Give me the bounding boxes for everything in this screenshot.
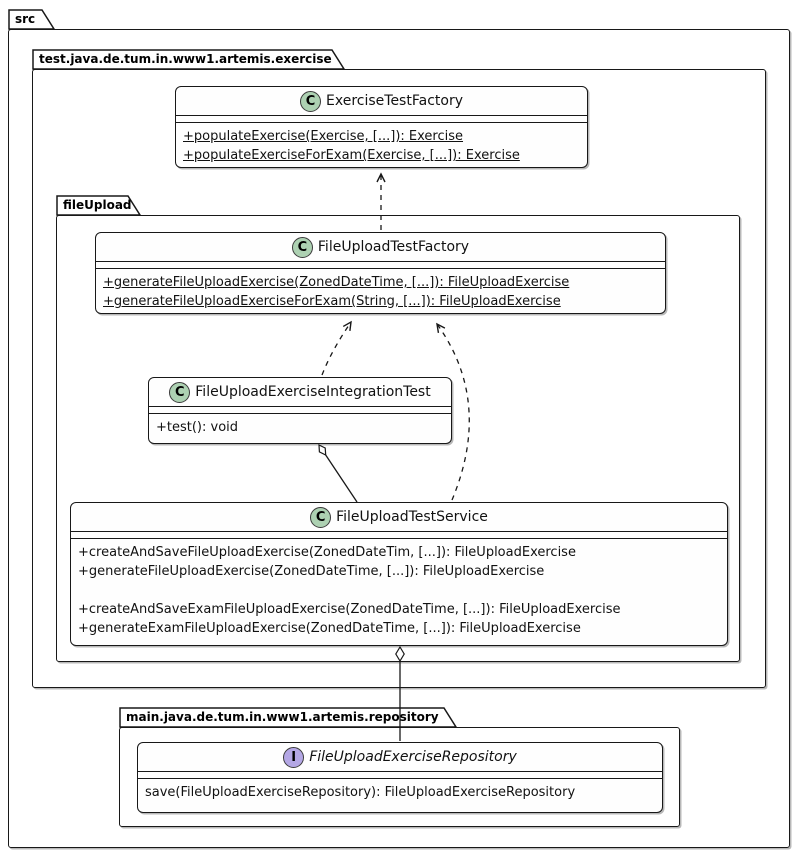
- package-exercise-label: test.java.de.tum.in.www1.artemis.exercis…: [39, 52, 332, 66]
- class-methods-compartment: +populateExercise(Exercise, [...]): Exer…: [176, 123, 587, 169]
- class-methods-compartment: +createAndSaveFileUploadExercise(ZonedDa…: [71, 539, 727, 642]
- class-header: C FileUploadTestService: [71, 503, 727, 531]
- class-methods-compartment: save(FileUploadExerciseRepository): File…: [138, 779, 662, 806]
- class-methods-compartment: +test(): void: [149, 414, 451, 441]
- method-row: +generateExamFileUploadExercise(ZonedDat…: [78, 621, 581, 636]
- method-row: +generateFileUploadExercise(ZonedDateTim…: [103, 275, 570, 290]
- package-tab-shape: [119, 707, 458, 728]
- interface-name: FileUploadExerciseRepository: [309, 749, 517, 765]
- package-tab-shape: [56, 195, 142, 216]
- method-row: +createAndSaveFileUploadExercise(ZonedDa…: [78, 545, 576, 560]
- interface-file-upload-exercise-repository: I FileUploadExerciseRepository save(File…: [137, 742, 663, 813]
- class-stereotype-icon: C: [310, 506, 332, 528]
- class-fields-compartment: [96, 261, 665, 269]
- method-row: +populateExerciseForExam(Exercise, [...]…: [183, 148, 520, 163]
- interface-stereotype-icon: I: [283, 746, 305, 768]
- class-fields-compartment: [176, 115, 587, 123]
- method-row: +generateFileUploadExercise(ZonedDateTim…: [78, 564, 545, 579]
- package-repository-tab: main.java.de.tum.in.www1.artemis.reposit…: [119, 707, 458, 728]
- method-row: +populateExercise(Exercise, [...]): Exer…: [183, 129, 464, 144]
- class-name: FileUploadTestService: [336, 509, 488, 525]
- package-fileupload-label: fileUpload: [63, 198, 132, 212]
- class-fields-compartment: [71, 531, 727, 539]
- class-file-upload-test-factory: C FileUploadTestFactory +generateFileUpl…: [95, 232, 666, 314]
- class-stereotype-icon: C: [169, 381, 191, 403]
- package-tab-shape: [32, 49, 346, 70]
- class-header: C FileUploadExerciseIntegrationTest: [149, 378, 451, 406]
- class-header: C ExerciseTestFactory: [176, 87, 587, 115]
- package-src-label: src: [15, 12, 36, 26]
- method-row: save(FileUploadExerciseRepository): File…: [145, 785, 576, 800]
- class-stereotype-icon: C: [300, 90, 322, 112]
- method-row: +test(): void: [156, 420, 239, 435]
- class-name: FileUploadExerciseIntegrationTest: [195, 384, 431, 400]
- method-row: +generateFileUploadExerciseForExam(Strin…: [103, 294, 561, 309]
- package-repository-label: main.java.de.tum.in.www1.artemis.reposit…: [126, 710, 439, 724]
- package-exercise-body: [32, 69, 766, 688]
- class-methods-compartment: +generateFileUploadExercise(ZonedDateTim…: [96, 269, 665, 315]
- class-name: FileUploadTestFactory: [317, 239, 470, 255]
- package-fileupload-tab: fileUpload: [56, 195, 142, 216]
- method-row: +createAndSaveExamFileUploadExercise(Zon…: [78, 602, 621, 617]
- class-header: I FileUploadExerciseRepository: [138, 743, 662, 771]
- class-file-upload-test-service: C FileUploadTestService +createAndSaveFi…: [70, 502, 728, 646]
- class-name: ExerciseTestFactory: [326, 93, 463, 109]
- package-tab-shape: [8, 9, 56, 30]
- package-src-tab: src: [8, 9, 56, 30]
- class-header: C FileUploadTestFactory: [96, 233, 665, 261]
- class-fields-compartment: [138, 771, 662, 779]
- class-file-upload-exercise-integration-test: C FileUploadExerciseIntegrationTest +tes…: [148, 377, 452, 444]
- package-src-body: [8, 29, 790, 848]
- class-exercise-test-factory: C ExerciseTestFactory +populateExercise(…: [175, 86, 588, 168]
- method-row-blank: [78, 581, 720, 600]
- class-stereotype-icon: C: [291, 236, 313, 258]
- class-fields-compartment: [149, 406, 451, 414]
- package-exercise-tab: test.java.de.tum.in.www1.artemis.exercis…: [32, 49, 346, 70]
